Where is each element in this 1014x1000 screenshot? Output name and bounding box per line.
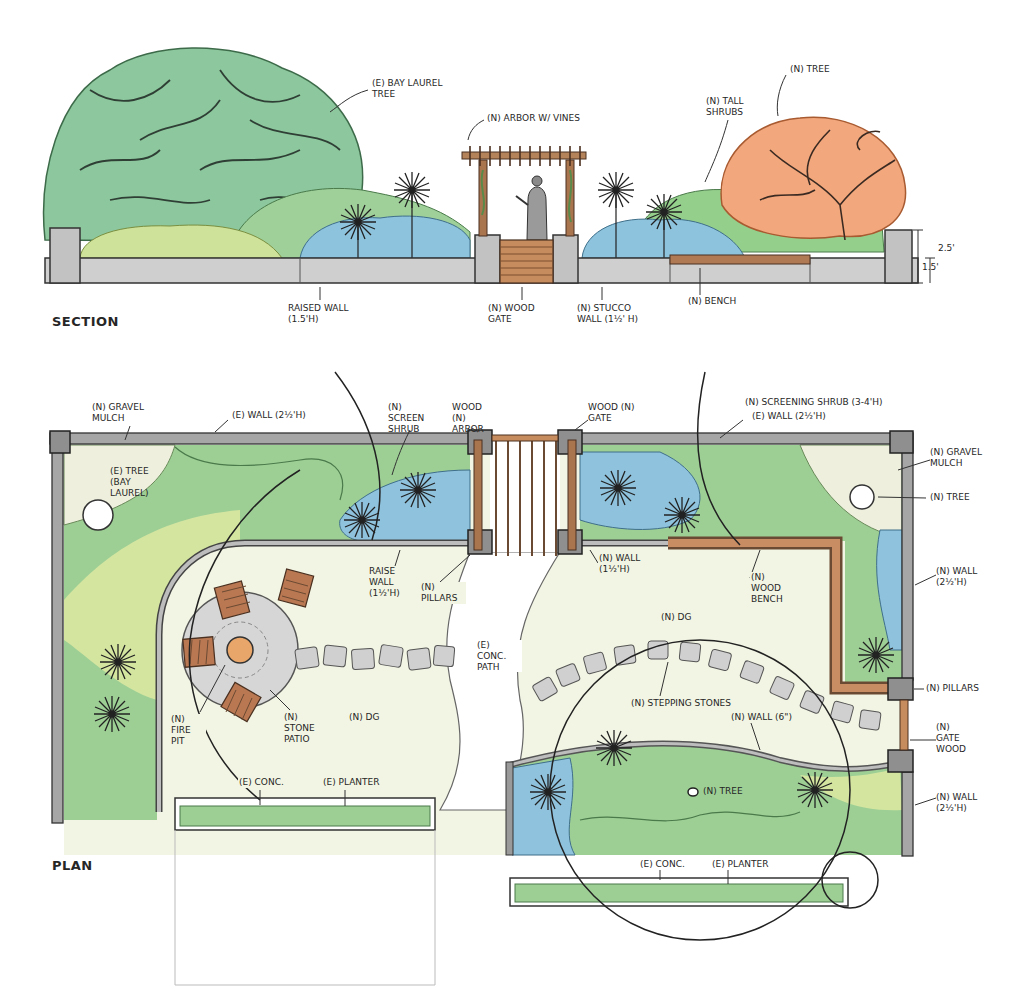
- callout-label: (E) WALL (2½'H): [752, 411, 826, 422]
- section-view: [44, 48, 935, 300]
- callout-label: (N) STONE PATIO: [283, 712, 327, 744]
- callout-label: (E) BAY LAUREL TREE: [372, 78, 444, 100]
- callout-label: (E) TREE (BAY LAUREL): [110, 466, 168, 498]
- view-title: SECTION: [52, 314, 119, 330]
- callout-label: 1.5': [922, 262, 939, 273]
- callout-label: (N) WOOD GATE: [488, 303, 540, 325]
- callout-label: (E) PLANTER: [322, 777, 381, 788]
- callout-label: (N) WALL (2½'H): [936, 792, 990, 814]
- callout-label: WOOD (N) ARBOR: [452, 402, 496, 434]
- callout-label: (N) WALL (1½'H): [598, 553, 646, 575]
- callout-label: (N) TREE: [790, 64, 830, 75]
- callout-label: (N) STEPPING STONES: [630, 698, 732, 709]
- callout-label: (E) CONC.: [238, 777, 285, 788]
- callout-label: (E) PLANTER: [712, 859, 769, 870]
- callout-label: WOOD (N) GATE: [588, 402, 638, 424]
- callout-label: (N) ARBOR W/ VINES: [487, 113, 580, 124]
- callout-label: RAISED WALL (1.5'H): [288, 303, 354, 325]
- callout-label: (N) TALL SHRUBS: [706, 96, 770, 118]
- callout-label: 2.5': [938, 243, 955, 254]
- plan-view: [50, 372, 936, 985]
- callout-label: (E) CONC.: [640, 859, 685, 870]
- callout-label: (N) TREE: [703, 786, 743, 797]
- callout-label: (N) TREE: [930, 492, 970, 503]
- callout-label: (N) PILLARS: [420, 582, 466, 604]
- callout-label: (N) WALL (2½'H): [936, 566, 990, 588]
- callout-label: (N) BENCH: [688, 296, 736, 307]
- callout-label: (N) SCREEN SHRUB: [388, 402, 436, 434]
- callout-label: (N) FIRE PIT: [170, 714, 206, 746]
- callout-label: (N) GRAVEL MULCH: [930, 447, 996, 469]
- callout-label: (N) WALL (6"): [730, 712, 793, 723]
- callout-label: (N) PILLARS: [926, 683, 979, 694]
- callout-label: (N) STUCCO WALL (1½' H): [577, 303, 639, 325]
- callout-label: (N) DG: [348, 712, 381, 723]
- callout-label: RAISE WALL (1½'H): [368, 566, 412, 598]
- callout-label: (E) WALL (2½'H): [232, 410, 306, 421]
- view-title: PLAN: [52, 858, 93, 874]
- callout-label: (N) GRAVEL MULCH: [92, 402, 158, 424]
- callout-label: (N) SCREENING SHRUB (3-4'H): [745, 397, 883, 408]
- callout-label: (N) DG: [660, 612, 693, 623]
- callout-label: (E) CONC. PATH: [476, 640, 522, 672]
- callout-label: (N) WOOD BENCH: [750, 572, 798, 604]
- callout-label: (N) GATE WOOD: [936, 722, 976, 754]
